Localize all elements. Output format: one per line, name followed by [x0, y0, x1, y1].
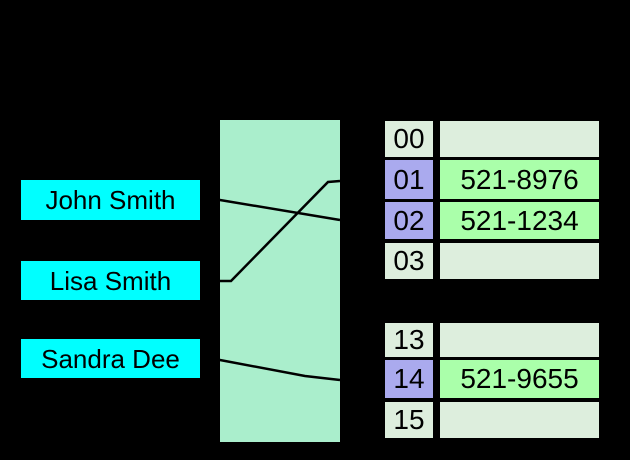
- bucket-value-02: 521-1234: [440, 202, 599, 239]
- bucket-value-13: [440, 323, 599, 357]
- bucket-index-01: 01: [385, 160, 433, 199]
- key-box-lisa-smith: Lisa Smith: [21, 261, 200, 300]
- key-box-john-smith: John Smith: [21, 180, 200, 220]
- bucket-value-14: 521-9655: [440, 360, 599, 398]
- hash-function-box: [220, 120, 340, 442]
- bucket-index-03: 03: [385, 243, 433, 279]
- bucket-index-14: 14: [385, 360, 433, 398]
- bucket-index-00: 00: [385, 121, 433, 157]
- bucket-index-13: 13: [385, 323, 433, 357]
- bucket-value-01: 521-8976: [440, 160, 599, 199]
- bucket-index-02: 02: [385, 202, 433, 239]
- bucket-value-00: [440, 121, 599, 157]
- key-box-sandra-dee: Sandra Dee: [21, 339, 200, 378]
- bucket-value-15: [440, 402, 599, 438]
- bucket-index-15: 15: [385, 402, 433, 438]
- bucket-value-03: [440, 243, 599, 279]
